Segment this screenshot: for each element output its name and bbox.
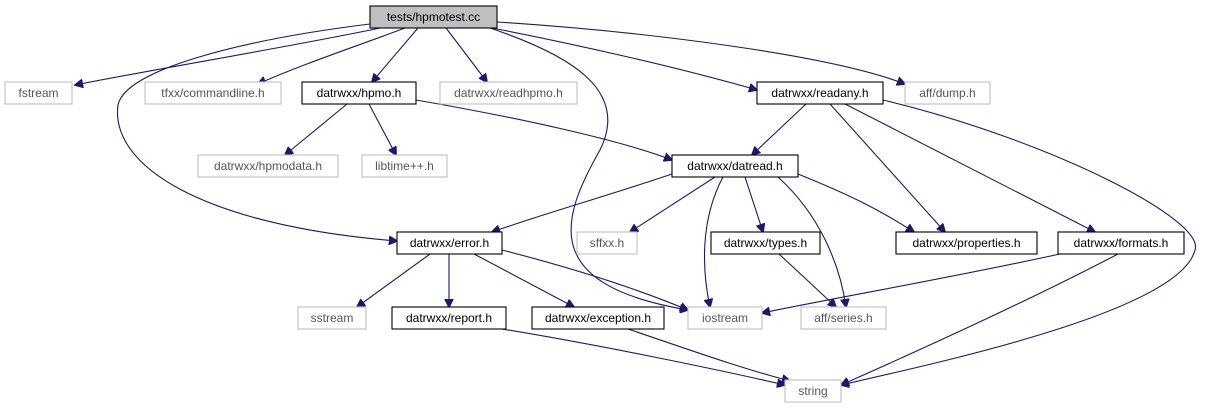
node-datread[interactable]: datrwxx/datread.h bbox=[671, 154, 799, 178]
node-label-error: datrwxx/error.h bbox=[410, 236, 489, 250]
node-label-commandline: tfxx/commandline.h bbox=[161, 86, 264, 100]
edge-datread-to-sffxx bbox=[630, 176, 716, 232]
node-label-formats: datrwxx/formats.h bbox=[1074, 236, 1169, 250]
node-box-sstream bbox=[297, 306, 367, 330]
edge-readany-to-formats bbox=[844, 103, 1095, 232]
edge-hpmotest-to-dump bbox=[496, 21, 905, 84]
edge-hpmotest-to-error bbox=[116, 23, 397, 241]
node-sstream: sstream bbox=[297, 306, 367, 330]
node-box-sffxx bbox=[576, 231, 638, 255]
node-box-dump bbox=[904, 81, 991, 105]
node-series: aff/series.h bbox=[800, 306, 887, 330]
edge-hpmotest-to-commandline bbox=[258, 27, 406, 84]
node-formats[interactable]: datrwxx/formats.h bbox=[1057, 231, 1185, 255]
node-fstream: fstream bbox=[4, 81, 73, 105]
edge-hpmo-to-libtime bbox=[368, 103, 396, 155]
node-label-readany: datrwxx/readany.h bbox=[771, 86, 868, 100]
edge-error-to-iostream bbox=[501, 249, 688, 310]
node-box-iostream bbox=[687, 306, 763, 330]
edge-formats-to-iostream bbox=[762, 253, 1061, 313]
edge-hpmotest-to-readany bbox=[491, 27, 757, 90]
node-box-exception bbox=[531, 306, 665, 330]
edge-exception-to-string bbox=[627, 328, 790, 381]
node-label-report: datrwxx/report.h bbox=[406, 311, 492, 325]
node-label-hpmo: datrwxx/hpmo.h bbox=[317, 86, 402, 100]
node-label-types: datrwxx/types.h bbox=[724, 236, 807, 250]
node-box-hpmo bbox=[301, 81, 417, 105]
edge-readany-to-datread bbox=[752, 103, 807, 155]
node-box-error bbox=[396, 231, 503, 255]
node-label-hpmodata: datrwxx/hpmodata.h bbox=[214, 159, 322, 173]
node-box-hpmotest bbox=[369, 5, 498, 29]
edge-datread-to-error bbox=[492, 173, 673, 232]
node-label-series: aff/series.h bbox=[814, 311, 872, 325]
edge-hpmotest-to-iostream bbox=[489, 27, 688, 310]
node-hpmodata: datrwxx/hpmodata.h bbox=[197, 154, 339, 178]
node-label-dump: aff/dump.h bbox=[919, 86, 975, 100]
node-string: string bbox=[784, 379, 842, 403]
edges-layer bbox=[75, 21, 1196, 385]
node-dump: aff/dump.h bbox=[904, 81, 991, 105]
nodes-layer: tests/hpmotest.cc fstream tfxx/commandline… bbox=[4, 5, 1185, 403]
edge-hpmo-to-hpmodata bbox=[285, 103, 348, 155]
edge-error-to-exception bbox=[473, 253, 574, 307]
node-label-readhpmo: datrwxx/readhpmo.h bbox=[454, 86, 563, 100]
node-readany[interactable]: datrwxx/readany.h bbox=[756, 81, 884, 105]
edge-hpmotest-to-fstream bbox=[75, 27, 381, 85]
node-box-properties bbox=[895, 231, 1038, 255]
node-label-datread: datrwxx/datread.h bbox=[687, 159, 782, 173]
node-box-report bbox=[391, 306, 507, 330]
node-box-readany bbox=[756, 81, 884, 105]
edge-readany-to-properties bbox=[829, 103, 945, 232]
node-label-sstream: sstream bbox=[311, 311, 354, 325]
edge-datread-to-properties bbox=[797, 173, 914, 232]
node-sffxx: sffxx.h bbox=[576, 231, 638, 255]
node-box-series bbox=[800, 306, 887, 330]
node-label-libtime: libtime++.h bbox=[375, 159, 434, 173]
node-box-commandline bbox=[144, 81, 282, 105]
node-label-exception: datrwxx/exception.h bbox=[545, 311, 651, 325]
node-report[interactable]: datrwxx/report.h bbox=[391, 306, 507, 330]
node-box-datread bbox=[671, 154, 799, 178]
node-box-readhpmo bbox=[439, 81, 578, 105]
edge-report-to-string bbox=[501, 328, 785, 385]
node-box-types bbox=[710, 231, 821, 255]
node-box-string bbox=[784, 379, 842, 403]
node-libtime: libtime++.h bbox=[361, 154, 448, 178]
node-box-libtime bbox=[361, 154, 448, 178]
node-iostream: iostream bbox=[687, 306, 763, 330]
node-label-string: string bbox=[798, 384, 827, 398]
edge-datread-to-types bbox=[744, 176, 763, 232]
node-hpmo[interactable]: datrwxx/hpmo.h bbox=[301, 81, 417, 105]
edge-hpmotest-to-readhpmo bbox=[445, 27, 487, 82]
edge-formats-to-string bbox=[841, 253, 1119, 385]
edge-hpmo-to-datread bbox=[415, 99, 672, 160]
node-hpmotest: tests/hpmotest.cc bbox=[369, 5, 498, 29]
edge-datread-to-iostream bbox=[704, 176, 724, 307]
node-readhpmo: datrwxx/readhpmo.h bbox=[439, 81, 578, 105]
node-types[interactable]: datrwxx/types.h bbox=[710, 231, 821, 255]
node-label-hpmotest: tests/hpmotest.cc bbox=[387, 10, 480, 24]
node-label-iostream: iostream bbox=[702, 311, 748, 325]
edge-types-to-series bbox=[778, 253, 836, 307]
node-commandline: tfxx/commandline.h bbox=[144, 81, 282, 105]
node-label-properties: datrwxx/properties.h bbox=[912, 236, 1020, 250]
edge-datread-to-series bbox=[777, 176, 846, 307]
node-box-hpmodata bbox=[197, 154, 339, 178]
node-error[interactable]: datrwxx/error.h bbox=[396, 231, 503, 255]
node-label-sffxx: sffxx.h bbox=[590, 236, 624, 250]
edge-error-to-sstream bbox=[357, 253, 431, 307]
node-box-fstream bbox=[4, 81, 73, 105]
node-box-formats bbox=[1057, 231, 1185, 255]
edge-readany-to-string bbox=[841, 99, 1196, 385]
edge-hpmotest-to-hpmo bbox=[372, 27, 419, 82]
node-label-fstream: fstream bbox=[18, 86, 58, 100]
node-properties[interactable]: datrwxx/properties.h bbox=[895, 231, 1038, 255]
node-exception[interactable]: datrwxx/exception.h bbox=[531, 306, 665, 330]
